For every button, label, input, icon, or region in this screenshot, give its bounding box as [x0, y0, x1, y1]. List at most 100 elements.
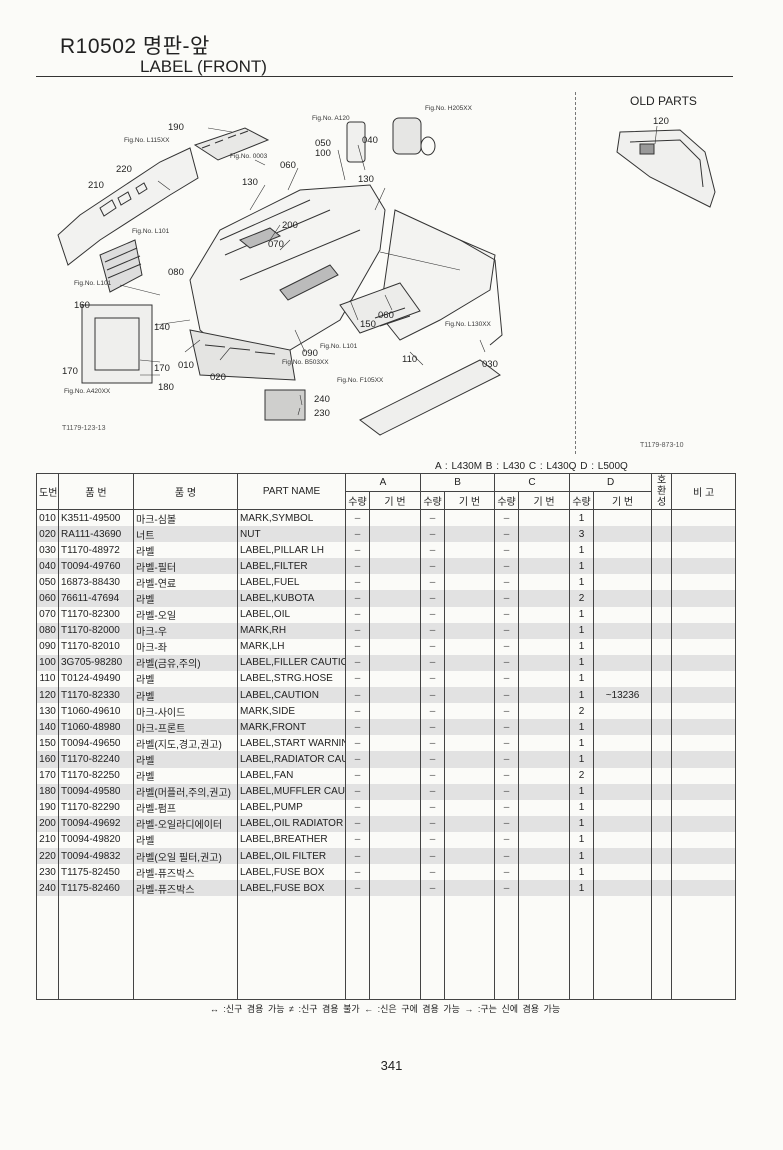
part-name-kr: 마크-프론트 [133, 719, 238, 736]
callout: 200 [282, 220, 298, 231]
part-number: T1060-48980 [58, 719, 134, 736]
qty-a: – [345, 526, 370, 543]
part-name-kr: 라벨-오일라디에이터 [133, 815, 238, 832]
part-name-en: LABEL,OIL RADIATOR [237, 815, 346, 832]
qty-a: – [345, 638, 370, 655]
interchange [651, 735, 673, 752]
row-no: 100 [36, 654, 59, 671]
period-d [593, 638, 653, 655]
period-c [518, 831, 571, 848]
qty-d: 1 [569, 542, 595, 559]
col-header-qty: 수량 [420, 491, 446, 510]
qty-c: – [494, 799, 520, 816]
row-no: 240 [36, 880, 59, 897]
period-d [593, 558, 653, 575]
part-name-en: LABEL,FILTER [237, 558, 346, 575]
blank-cell [368, 896, 422, 1001]
fig-ref: Fig.No. L115XX [124, 137, 170, 144]
callout: 080 [168, 267, 184, 278]
part-name-kr: 마크-사이드 [133, 703, 238, 720]
period-d [593, 590, 653, 607]
interchange [651, 622, 673, 639]
period-c [518, 670, 571, 688]
part-number: T0094-49832 [58, 847, 134, 865]
part-number: T1175-82460 [58, 880, 134, 897]
remark [671, 670, 737, 688]
qty-b: – [420, 799, 446, 816]
qty-a: – [345, 831, 370, 848]
col-header-remark: 비 고 [671, 473, 737, 510]
interchange [651, 542, 673, 559]
blank-cell [133, 896, 238, 1001]
qty-a: – [345, 509, 370, 527]
period-a [368, 751, 422, 768]
part-name-kr: 라벨-오일 [133, 606, 238, 623]
col-header-model-c: C [494, 473, 571, 492]
row-no: 110 [36, 670, 59, 688]
part-name-en: LABEL,OIL FILTER [237, 847, 346, 865]
period-c [518, 687, 571, 704]
callout: 210 [88, 180, 104, 191]
part-name-kr: 라벨-필터 [133, 558, 238, 575]
period-a [368, 864, 422, 881]
period-b [444, 558, 496, 575]
part-name-kr: 라벨(금유,주의) [133, 654, 238, 671]
col-header-model-b: B [420, 473, 496, 492]
period-b [444, 687, 496, 704]
qty-d: 1 [569, 847, 595, 865]
remark [671, 880, 737, 897]
period-b [444, 783, 496, 800]
remark [671, 542, 737, 559]
period-b [444, 847, 496, 865]
qty-a: – [345, 574, 370, 591]
period-a [368, 638, 422, 655]
interchange-legend: ↔ :신구 겸용 가능 ≠ :신구 겸용 불가 ← :신은 구에 겸용 가능 →… [209, 1004, 561, 1014]
row-no: 070 [36, 606, 59, 623]
qty-c: – [494, 847, 520, 865]
qty-c: – [494, 767, 520, 784]
qty-b: – [420, 847, 446, 865]
qty-c: – [494, 719, 520, 736]
row-no: 030 [36, 542, 59, 559]
period-b [444, 526, 496, 543]
qty-d: 1 [569, 638, 595, 655]
callout: 140 [154, 322, 170, 333]
qty-d: 1 [569, 815, 595, 832]
row-no: 140 [36, 719, 59, 736]
part-name-kr: 라벨-퓨즈박스 [133, 864, 238, 881]
table-blank-area [36, 896, 737, 1001]
blank-cell [444, 896, 496, 1001]
qty-c: – [494, 703, 520, 720]
callout: 130 [358, 174, 374, 185]
period-c [518, 799, 571, 816]
remark [671, 767, 737, 784]
fig-ref: Fig.No. L101 [74, 280, 112, 287]
qty-a: – [345, 880, 370, 897]
period-d [593, 847, 653, 865]
qty-a: – [345, 670, 370, 688]
period-a [368, 831, 422, 848]
part-number: T0094-49650 [58, 735, 134, 752]
remark [671, 638, 737, 655]
qty-a: – [345, 751, 370, 768]
interchange [651, 799, 673, 816]
part-number: 16873-88430 [58, 574, 134, 591]
part-number: T0124-49490 [58, 670, 134, 688]
row-no: 060 [36, 590, 59, 607]
period-c [518, 880, 571, 897]
part-name-en: LABEL,OIL [237, 606, 346, 623]
period-d [593, 799, 653, 816]
qty-c: – [494, 783, 520, 800]
qty-c: – [494, 622, 520, 639]
qty-a: – [345, 864, 370, 881]
period-b [444, 638, 496, 655]
qty-b: – [420, 783, 446, 800]
interchange [651, 880, 673, 897]
